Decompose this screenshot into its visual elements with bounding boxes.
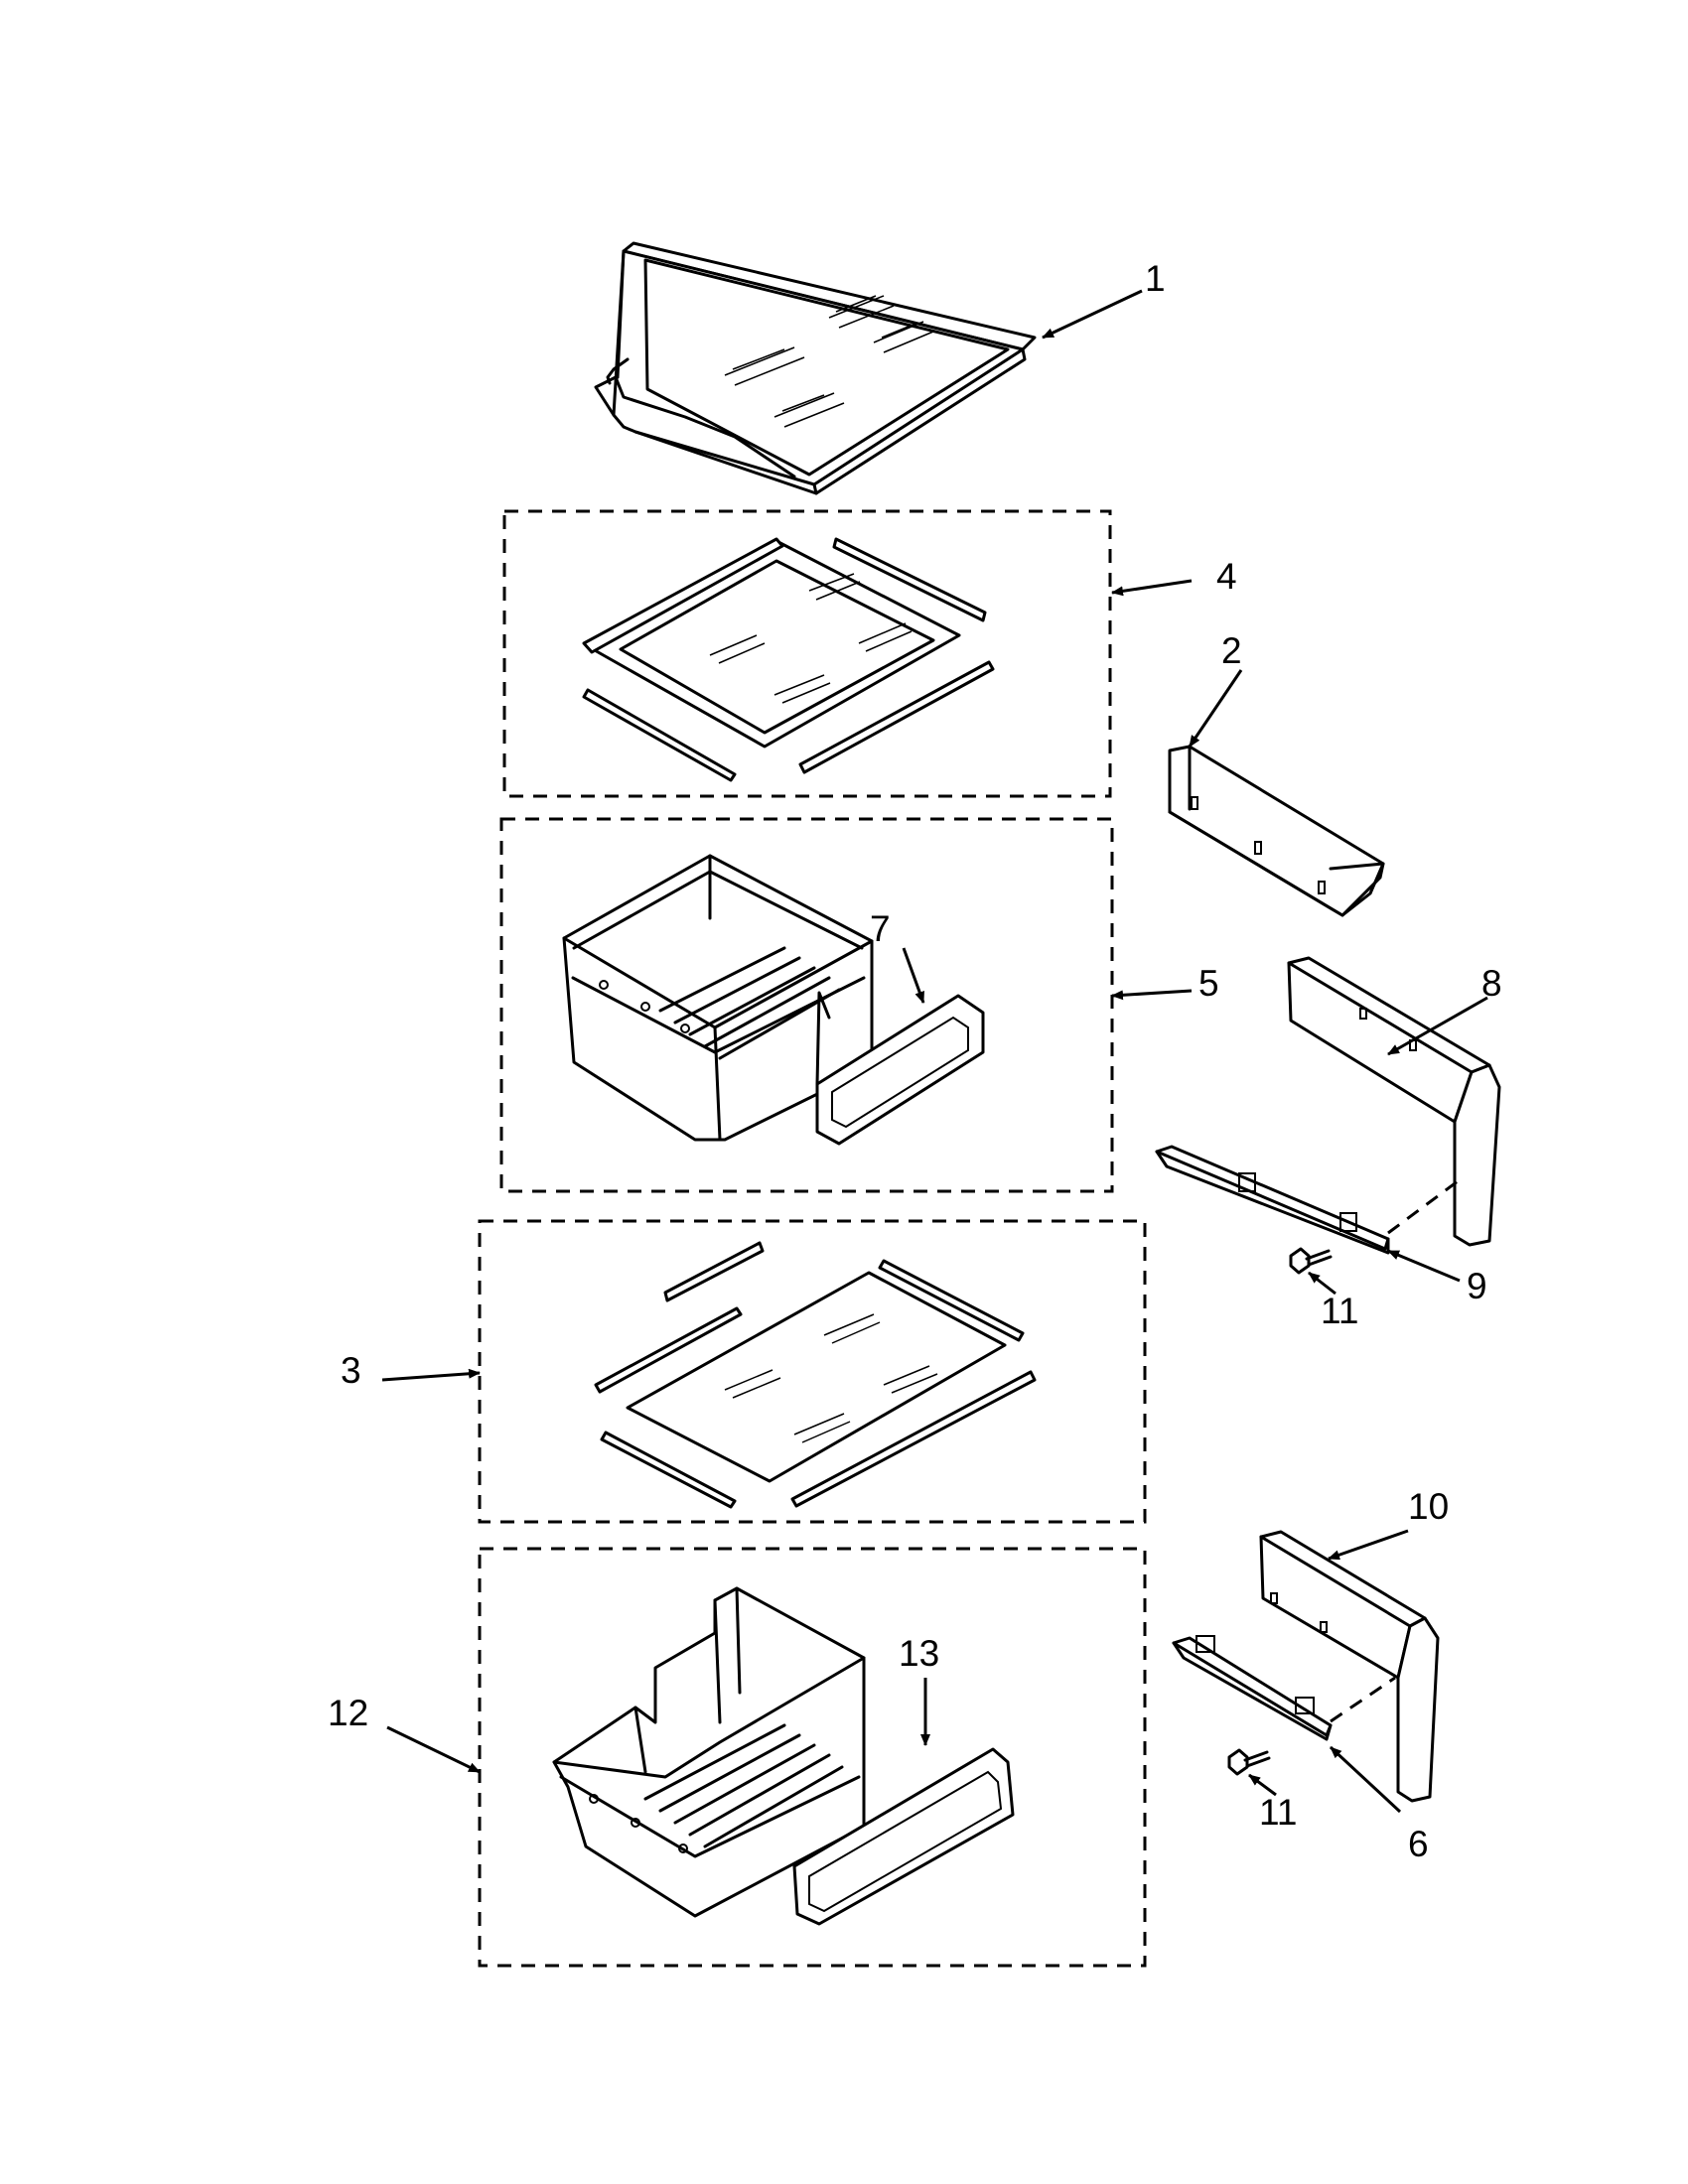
callout-11-lower: 11	[1259, 1792, 1297, 1833]
drawer-front-part-7	[815, 991, 985, 1146]
slide-rail-part-9	[1155, 1145, 1459, 1255]
callout-11-upper: 11	[1321, 1291, 1358, 1331]
group-box-part-4	[502, 509, 1112, 798]
callout-7: 7	[870, 908, 891, 949]
group-box-part-5	[499, 817, 1114, 1193]
callout-8: 8	[1481, 963, 1502, 1004]
arrow-3	[381, 1368, 481, 1382]
callout-10: 10	[1408, 1486, 1449, 1527]
arrow-6	[1329, 1745, 1402, 1814]
arrow-7	[902, 947, 925, 1004]
callout-2: 2	[1221, 630, 1242, 671]
callout-5: 5	[1198, 963, 1219, 1004]
callout-9: 9	[1467, 1266, 1487, 1306]
arrow-2	[1188, 669, 1243, 748]
slide-rail-part-6	[1172, 1635, 1396, 1741]
arrow-4	[1111, 579, 1193, 597]
shelf-assembly-part-1	[594, 241, 1037, 495]
crisper-drawer-part-5	[562, 854, 874, 1142]
group-box-part-3	[478, 1219, 1147, 1524]
screw-part-11-upper	[1289, 1247, 1333, 1275]
callout-labels: 1 4 2 7 5 8 9 11 3 10 12 13 11 6	[328, 258, 1502, 1864]
leader-arrows	[381, 289, 1488, 1814]
arrow-8	[1387, 996, 1488, 1056]
arrow-12	[386, 1725, 481, 1774]
callout-3: 3	[341, 1350, 361, 1391]
glass-shelf-part-3	[594, 1241, 1037, 1509]
callout-13: 13	[899, 1633, 939, 1674]
arrow-9	[1387, 1249, 1461, 1283]
callout-1: 1	[1145, 258, 1166, 299]
arrow-5	[1111, 989, 1193, 1001]
arrow-11b	[1248, 1773, 1277, 1797]
arrow-1	[1042, 289, 1143, 340]
bracket-part-2	[1168, 745, 1385, 917]
callout-6: 6	[1408, 1824, 1429, 1864]
callout-4: 4	[1216, 556, 1237, 597]
screw-part-11-lower	[1227, 1748, 1271, 1776]
callout-12: 12	[328, 1693, 368, 1733]
arrow-11a	[1308, 1271, 1336, 1296]
drawer-slide-part-10	[1259, 1530, 1440, 1803]
lower-drawer-part-12	[552, 1586, 866, 1918]
drawer-front-part-13	[792, 1747, 1015, 1926]
arrow-10	[1328, 1529, 1409, 1561]
group-box-part-12	[478, 1547, 1147, 1968]
glass-shelf-part-4	[582, 537, 995, 782]
drawer-slide-part-8	[1287, 956, 1501, 1247]
